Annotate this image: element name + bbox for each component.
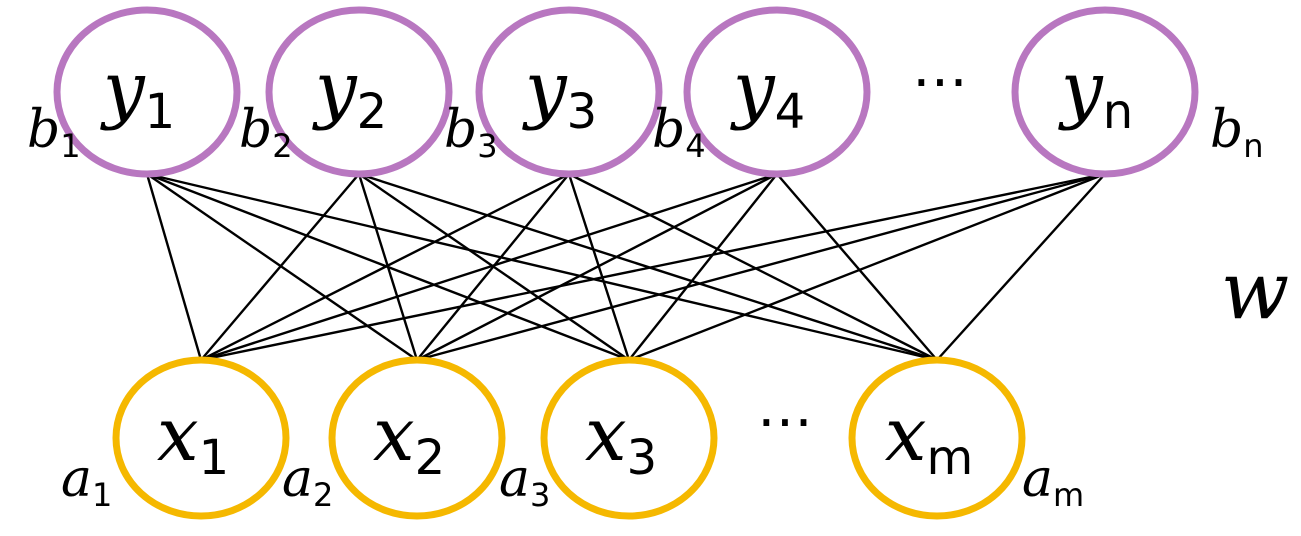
hidden-layer: y1 b1 y2 b2 y3 b3 y4 b4 yn bn [27,6,1264,178]
weight-edge [146,173,418,361]
hidden-unit-label: y1 [100,46,175,140]
visible-unit-label: x3 [585,392,657,486]
visible-unit-bias-label: a1 [61,449,112,514]
hidden-unit-label: y4 [730,46,805,140]
weight-edge [416,172,1106,362]
visible-ellipsis: ⋯ [757,389,813,454]
visible-unit-bias-label: a3 [499,449,550,514]
hidden-unit-circle [53,6,241,178]
visible-unit-label: x2 [373,392,445,486]
hidden-ellipsis: ⋯ [912,49,968,114]
hidden-unit-bias-label: b1 [27,100,81,165]
visible-unit-label: x1 [157,392,229,486]
hidden-unit-bias-label: b4 [652,100,706,165]
weight-edge [200,172,1106,362]
weight-edge [776,173,938,361]
visible-unit-1: x1 a1 [61,356,290,520]
weight-edge [416,173,570,361]
hidden-unit-4: y4 b4 [652,6,871,178]
hidden-unit-2: y2 b2 [239,6,453,178]
hidden-unit-bias-label: b3 [444,100,498,165]
hidden-unit-3: y3 b3 [444,6,663,178]
hidden-unit-label: yn [1058,46,1133,140]
hidden-unit-label: y2 [312,46,387,140]
weight-edge [146,172,938,362]
weight-edges [145,172,1106,362]
visible-unit-2: x2 a2 [282,356,506,520]
visible-unit-bias-label: a2 [282,449,333,514]
weight-edge [568,172,938,362]
hidden-unit-n: yn bn [1011,6,1264,178]
hidden-unit-circle [265,6,453,178]
weight-edge [416,172,778,362]
visible-unit-circle [328,356,506,520]
weight-edge [145,173,203,361]
weight-edge [200,173,360,361]
hidden-unit-bias-label: bn [1210,100,1264,165]
weight-edge [200,172,570,362]
hidden-unit-circle [475,6,663,178]
visible-unit-3: x3 a3 [499,356,718,520]
hidden-unit-circle [683,6,871,178]
visible-unit-circle [112,356,290,520]
visible-unit-circle [540,356,718,520]
visible-unit-label: xm [885,392,974,486]
weight-label: w [1221,244,1289,337]
hidden-unit-1: y1 b1 [27,6,241,178]
visible-unit-circle [848,356,1026,520]
weight-edge [628,172,1106,362]
weight-edge [357,173,419,361]
hidden-unit-label: y3 [522,46,597,140]
hidden-unit-bias-label: b2 [239,100,293,165]
weight-edge [936,173,1106,361]
hidden-unit-circle [1011,6,1199,178]
weight-edge [200,172,778,362]
visible-unit-bias-label: am [1022,449,1084,514]
weight-edge [628,173,778,361]
